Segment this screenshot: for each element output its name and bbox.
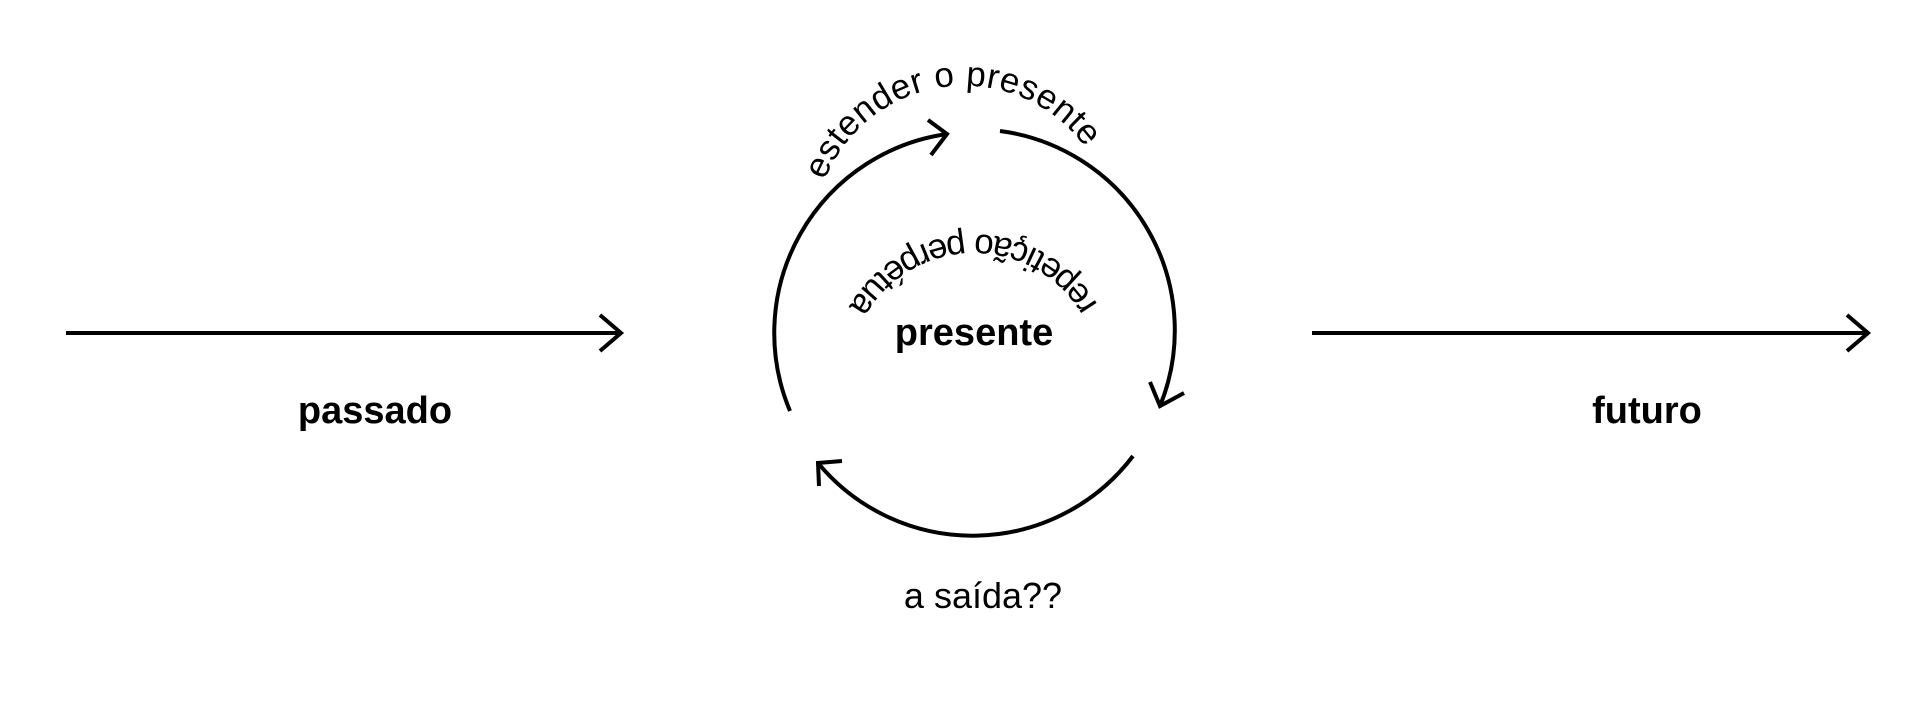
past-arrow-head [598,313,625,353]
past-label: passado [298,390,452,432]
past-arrow [66,313,625,353]
cycle-arc-top-left [772,132,948,412]
cycle-arrowhead-bottom [815,459,843,487]
cycle-bottom-text: repetição perpétua [842,226,1105,324]
future-arrow-head [1845,313,1872,353]
cycle-top-text: estender o presente [796,54,1110,183]
cycle-arrowhead-top [926,118,950,157]
cycle-arrowhead-right [1148,381,1185,409]
present-label: presente [895,312,1053,354]
future-label: futuro [1592,390,1702,432]
cycle-arc-bottom [816,454,1135,538]
cycle-arc-right [999,129,1177,407]
exit-label: a saída?? [904,575,1062,616]
future-arrow [1312,313,1872,353]
present-cycle: estender o presente repetição perpétua [772,54,1185,538]
